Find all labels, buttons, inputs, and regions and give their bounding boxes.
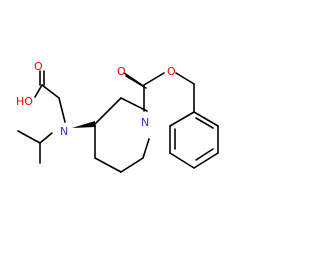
bond-ph-3 — [193, 152, 219, 169]
structure-canvas: O HO N N O O — [16, 60, 219, 173]
bond-ph-6 — [169, 111, 195, 127]
bond-ring-4 — [94, 157, 122, 173]
molecule-diagram: O HO N N O O — [16, 60, 219, 173]
bond-ring-6 — [94, 97, 122, 125]
atom-oxygen-carbonyl-acid: O — [34, 60, 43, 73]
bond-ph-1 — [193, 111, 219, 127]
bond-oester-ch2 — [175, 72, 195, 85]
bond-ch2-n — [58, 97, 66, 123]
bond-ch-me1 — [17, 130, 41, 144]
atom-hydroxyl: HO — [16, 95, 33, 108]
bond-co-double-d — [125, 75, 147, 89]
bond-n-ch — [39, 132, 53, 144]
bond-ph-inner-1 — [195, 117, 214, 129]
bond-ph-4 — [169, 152, 195, 169]
bonds — [17, 70, 219, 173]
atom-ring-nitrogen: N — [141, 116, 149, 129]
bond-ring-1 — [120, 97, 148, 112]
atom-amine-nitrogen: N — [60, 125, 68, 138]
bond-c-ch2 — [41, 84, 60, 99]
bond-ring-2 — [142, 138, 150, 159]
atom-oxygen-carbonyl-carbamate: O — [117, 65, 126, 78]
stereo-wedge-bond — [72, 121, 95, 128]
bond-c-oh — [34, 84, 43, 98]
bond-ph-inner-2 — [195, 148, 214, 161]
bond-ring-3 — [120, 157, 144, 173]
bond-c-oester — [143, 72, 165, 86]
atom-oxygen-ester: O — [167, 65, 176, 78]
